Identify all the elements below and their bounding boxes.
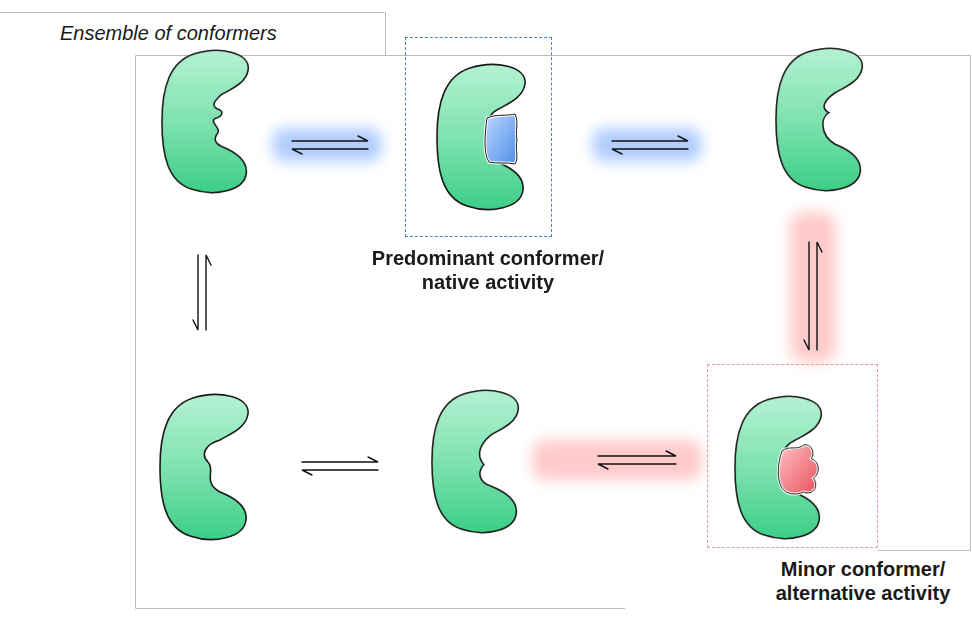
highlight-box: Minor conformer/ alternative activity — [707, 364, 878, 548]
highlight-box: Predominant conformer/ native activity — [405, 37, 552, 237]
ligand — [778, 445, 818, 494]
activity-label: Predominant conformer/ native activity — [358, 246, 618, 294]
protein-conformer — [776, 48, 862, 190]
protein-outline — [160, 395, 248, 540]
ligand-outline — [778, 445, 818, 494]
equilibrium-arrow — [612, 136, 688, 141]
protein-outline — [432, 390, 518, 532]
protein-outline — [162, 50, 248, 192]
ligand-outline — [485, 114, 517, 164]
protein-outline — [437, 65, 525, 210]
protein-conformer — [735, 396, 821, 538]
equilibrium-arrow — [193, 255, 198, 330]
equilibrium-arrow — [598, 464, 676, 469]
equilibrium-arrow — [302, 470, 378, 475]
equilibrium-arrow — [598, 451, 676, 456]
equilibrium-arrow — [302, 457, 378, 462]
protein-conformer — [160, 395, 248, 540]
equilibrium-arrow — [612, 149, 688, 154]
equilibrium-arrow — [292, 149, 368, 154]
protein-conformer — [162, 50, 248, 192]
ligand — [485, 114, 517, 164]
diagram-title: Ensemble of conformers — [60, 22, 277, 45]
equilibrium-arrow — [292, 136, 368, 141]
frame — [0, 13, 971, 609]
equilibrium-arrow — [206, 255, 211, 330]
protein-conformer — [437, 65, 525, 210]
activity-label: Minor conformer/ alternative activity — [760, 557, 966, 605]
protein-outline — [735, 396, 821, 538]
equilibrium-arrow — [817, 242, 822, 350]
equilibrium-arrow — [804, 242, 809, 350]
protein-outline — [776, 48, 862, 190]
protein-conformer — [432, 390, 518, 532]
